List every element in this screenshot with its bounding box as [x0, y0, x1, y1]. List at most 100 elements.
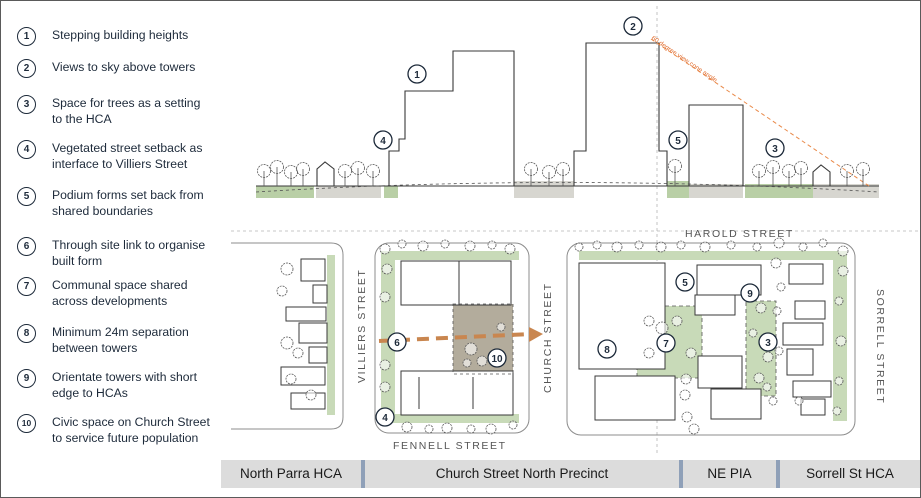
tree-canopy — [818, 238, 828, 248]
view-cone-line — [650, 38, 870, 187]
tree-canopy — [766, 160, 780, 174]
tree-canopy — [401, 421, 413, 433]
tree-canopy — [424, 424, 434, 434]
tree-canopy — [798, 242, 808, 252]
tree-canopy — [752, 164, 766, 178]
marker-label: 3 — [772, 144, 778, 155]
marker-label: 5 — [682, 278, 688, 289]
tree-canopy — [496, 322, 506, 332]
street-villiers: VILLIERS STREET — [356, 269, 368, 383]
tree-canopy — [772, 306, 782, 316]
tree-canopy — [634, 240, 644, 250]
tree-canopy — [643, 347, 655, 359]
tree-canopy — [840, 164, 854, 178]
marker-circle — [373, 130, 393, 150]
section-marker-1: 1 — [407, 64, 427, 84]
tree-canopy — [440, 239, 450, 249]
building-footprint — [285, 306, 327, 322]
street-harold: HAROLD STREET — [685, 228, 794, 240]
tree-canopy — [441, 422, 453, 434]
building-footprint — [312, 284, 328, 304]
tree-canopy — [280, 336, 294, 350]
section-ground — [255, 181, 880, 198]
east-setback — [579, 251, 847, 260]
tree-canopy — [676, 240, 686, 250]
ground-green — [384, 186, 398, 198]
tree-canopy — [794, 161, 808, 175]
precinct-ne-pia: NE PIA — [683, 460, 776, 488]
tree-canopy — [592, 240, 602, 250]
marker-circle — [407, 64, 427, 84]
precinct-separator — [679, 460, 683, 488]
legend-number-badge: 2 — [17, 59, 36, 78]
tree-canopy — [685, 347, 697, 359]
tree-canopy — [280, 262, 294, 276]
tree-canopy — [338, 164, 352, 178]
marker-label: 4 — [382, 413, 388, 424]
plan-buildings — [280, 258, 832, 421]
tree-canopy — [487, 240, 497, 250]
building-footprint — [594, 375, 676, 421]
villiers-block-outline — [231, 242, 344, 430]
marker-label: 4 — [380, 136, 386, 147]
marker-circle — [668, 130, 688, 150]
building-footprint — [800, 398, 826, 416]
tree-canopy — [768, 396, 778, 406]
marker-circle — [597, 339, 617, 359]
tree-canopy — [270, 160, 284, 174]
tree-canopy — [366, 164, 380, 178]
marker-circle — [387, 332, 407, 352]
tree-canopy — [476, 355, 488, 367]
marker-circle — [675, 272, 695, 292]
plan-marker-4: 4 — [375, 407, 395, 427]
tree-canopy — [276, 285, 288, 297]
legend-text: Vegetated street setback as interface to… — [52, 141, 203, 171]
section-marker-4: 4 — [373, 130, 393, 150]
tree-canopy — [397, 239, 407, 249]
marker-circle — [375, 407, 395, 427]
building-footprint — [788, 263, 824, 285]
legend-number-badge: 9 — [17, 369, 36, 388]
street-church: CHURCH STREET — [542, 282, 554, 393]
tree-canopy — [466, 424, 476, 434]
tree-canopy — [379, 381, 391, 393]
tree-canopy — [381, 263, 393, 275]
plan-marker-8: 8 — [597, 339, 617, 359]
tree-canopy — [688, 423, 700, 435]
building-footprint — [694, 294, 736, 316]
tree-canopy — [464, 342, 478, 356]
street-fennell: FENNELL STREET — [393, 440, 507, 452]
marker-label: 10 — [491, 354, 503, 365]
plan-marker-6: 6 — [387, 332, 407, 352]
legend-text: Minimum 24m separation between towers — [52, 325, 189, 355]
house — [812, 164, 831, 186]
tree-canopy — [834, 376, 844, 386]
tree-canopy — [508, 420, 518, 430]
tree-canopy — [770, 257, 782, 269]
precinct-separator — [776, 460, 780, 488]
tree-canopy — [774, 346, 784, 356]
building-footprint — [298, 322, 328, 344]
precinct-bar: North Parra HCA Church Street North Prec… — [221, 460, 920, 488]
legend-text: Views to sky above towers — [52, 60, 196, 74]
plan-marker-10: 10 — [487, 348, 507, 368]
church-setback — [381, 414, 519, 423]
view-cone-label: 60 degree view cone angle — [650, 35, 719, 84]
section-buildings — [316, 42, 831, 186]
tree-canopy — [681, 411, 693, 423]
tree-canopy — [292, 347, 304, 359]
marker-label: 6 — [394, 338, 400, 349]
marker-label: 7 — [663, 339, 669, 350]
legend-number-badge: 3 — [17, 95, 36, 114]
tree-canopy — [379, 243, 391, 255]
plan-marker-7: 7 — [656, 333, 676, 353]
section-marker-5: 5 — [668, 130, 688, 150]
precinct-north-parra: North Parra HCA — [221, 460, 361, 488]
marker-label: 3 — [765, 338, 771, 349]
tree-canopy — [762, 382, 772, 392]
legend-number-badge: 10 — [17, 414, 36, 433]
legend-text: Space for trees as a setting to the HCA — [52, 96, 201, 126]
